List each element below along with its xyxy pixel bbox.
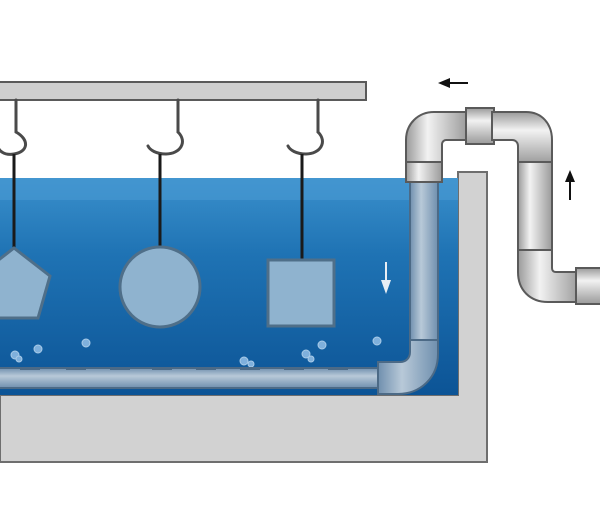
hook-1 [0, 98, 27, 156]
circle-part [118, 245, 202, 329]
bubble [372, 336, 382, 346]
bubble [15, 355, 23, 363]
bubble [81, 338, 91, 348]
arrow-up [565, 170, 575, 200]
bottom-elbow [517, 249, 581, 303]
top-elbow-left [405, 111, 469, 163]
top-elbow-right [491, 111, 553, 165]
submerged-riser [409, 179, 439, 341]
bubble [247, 360, 255, 368]
hook-2 [146, 98, 184, 156]
square-part [266, 258, 336, 328]
bubble [317, 340, 327, 350]
riser-pipe [405, 159, 443, 183]
sparger-pipe [0, 367, 389, 389]
bubble [33, 344, 43, 354]
hook-3 [286, 98, 324, 156]
arrow-left [438, 78, 468, 88]
arrow-down [381, 262, 391, 294]
outlet-coupling [575, 267, 600, 305]
pipe-coupling [465, 107, 495, 145]
water-surface-band [0, 178, 458, 200]
bubble [301, 349, 311, 359]
return-pipe [517, 161, 553, 253]
bubble [239, 356, 249, 366]
pentagon-part [0, 246, 52, 320]
submerged-elbow [377, 337, 439, 395]
water [0, 178, 458, 395]
bubble [307, 355, 315, 363]
hanging-rail [0, 81, 367, 101]
bubbles [10, 336, 382, 368]
